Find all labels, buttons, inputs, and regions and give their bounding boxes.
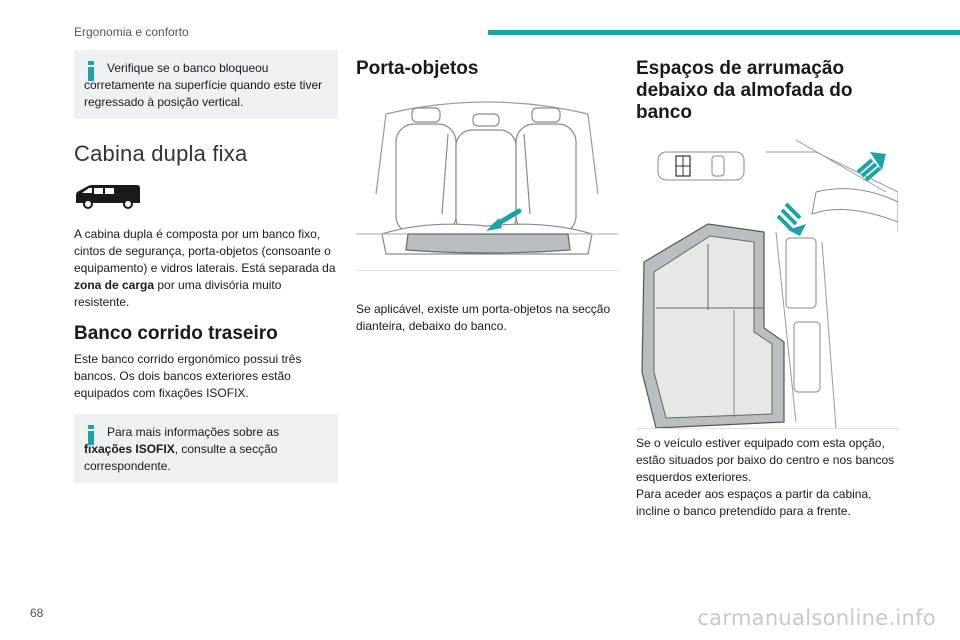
figure-divider bbox=[636, 428, 900, 429]
section-title: Cabina dupla fixa bbox=[74, 141, 248, 166]
under-seat-description-1: Se o veículo estiver equipado com esta o… bbox=[636, 436, 895, 484]
subsection-title: Banco corrido traseiro bbox=[74, 323, 278, 344]
column-left: Verifique se o banco bloqueou corretamen… bbox=[74, 50, 338, 483]
watermark: carmanualsonline.info bbox=[697, 606, 936, 630]
isofix-note: Para mais informações sobre as fixações … bbox=[74, 414, 338, 483]
isofix-note-bold: fixações ISOFIX bbox=[84, 442, 175, 456]
header-accent-bar bbox=[488, 30, 960, 35]
storage-title: Porta-objetos bbox=[356, 58, 479, 79]
isofix-note-part2: , consulte a secção correspondente. bbox=[84, 442, 278, 473]
info-icon bbox=[88, 61, 94, 81]
info-note: Verifique se o banco bloqueou corretamen… bbox=[74, 50, 338, 119]
header-section-title: Ergonomia e conforto bbox=[74, 25, 189, 39]
info-icon bbox=[88, 425, 94, 445]
cabin-description-part1: A cabina dupla é composta por um banco f… bbox=[74, 227, 336, 275]
under-seat-storage-title: Espaços de arrumação debaixo da almofada… bbox=[636, 58, 853, 123]
cabin-description: A cabina dupla é composta por um banco f… bbox=[74, 226, 338, 311]
van-double-cab-icon bbox=[74, 183, 338, 214]
rear-bench-storage-figure bbox=[356, 94, 618, 268]
under-seat-storage-figure bbox=[636, 132, 900, 428]
under-seat-description-2: Para aceder aos espaços a partir da cabi… bbox=[636, 487, 872, 518]
isofix-note-part1: Para mais informações sobre as bbox=[107, 425, 280, 439]
isofix-note-text: Para mais informações sobre as fixações … bbox=[84, 424, 328, 475]
figure-divider bbox=[356, 270, 618, 271]
column-middle: Porta-objetos bbox=[356, 50, 618, 335]
info-note-text: Verifique se o banco bloqueou corretamen… bbox=[84, 61, 323, 109]
bench-description: Este banco corrido ergonómico possui trê… bbox=[74, 352, 302, 400]
storage-description: Se aplicável, existe um porta-objetos na… bbox=[356, 302, 611, 333]
column-right: Espaços de arrumação debaixo da almofada… bbox=[636, 50, 900, 520]
cabin-description-bold: zona de carga bbox=[74, 278, 155, 292]
cabin-description-part2: por uma divisória muito resistente. bbox=[74, 278, 282, 309]
page-number: 68 bbox=[30, 606, 44, 620]
